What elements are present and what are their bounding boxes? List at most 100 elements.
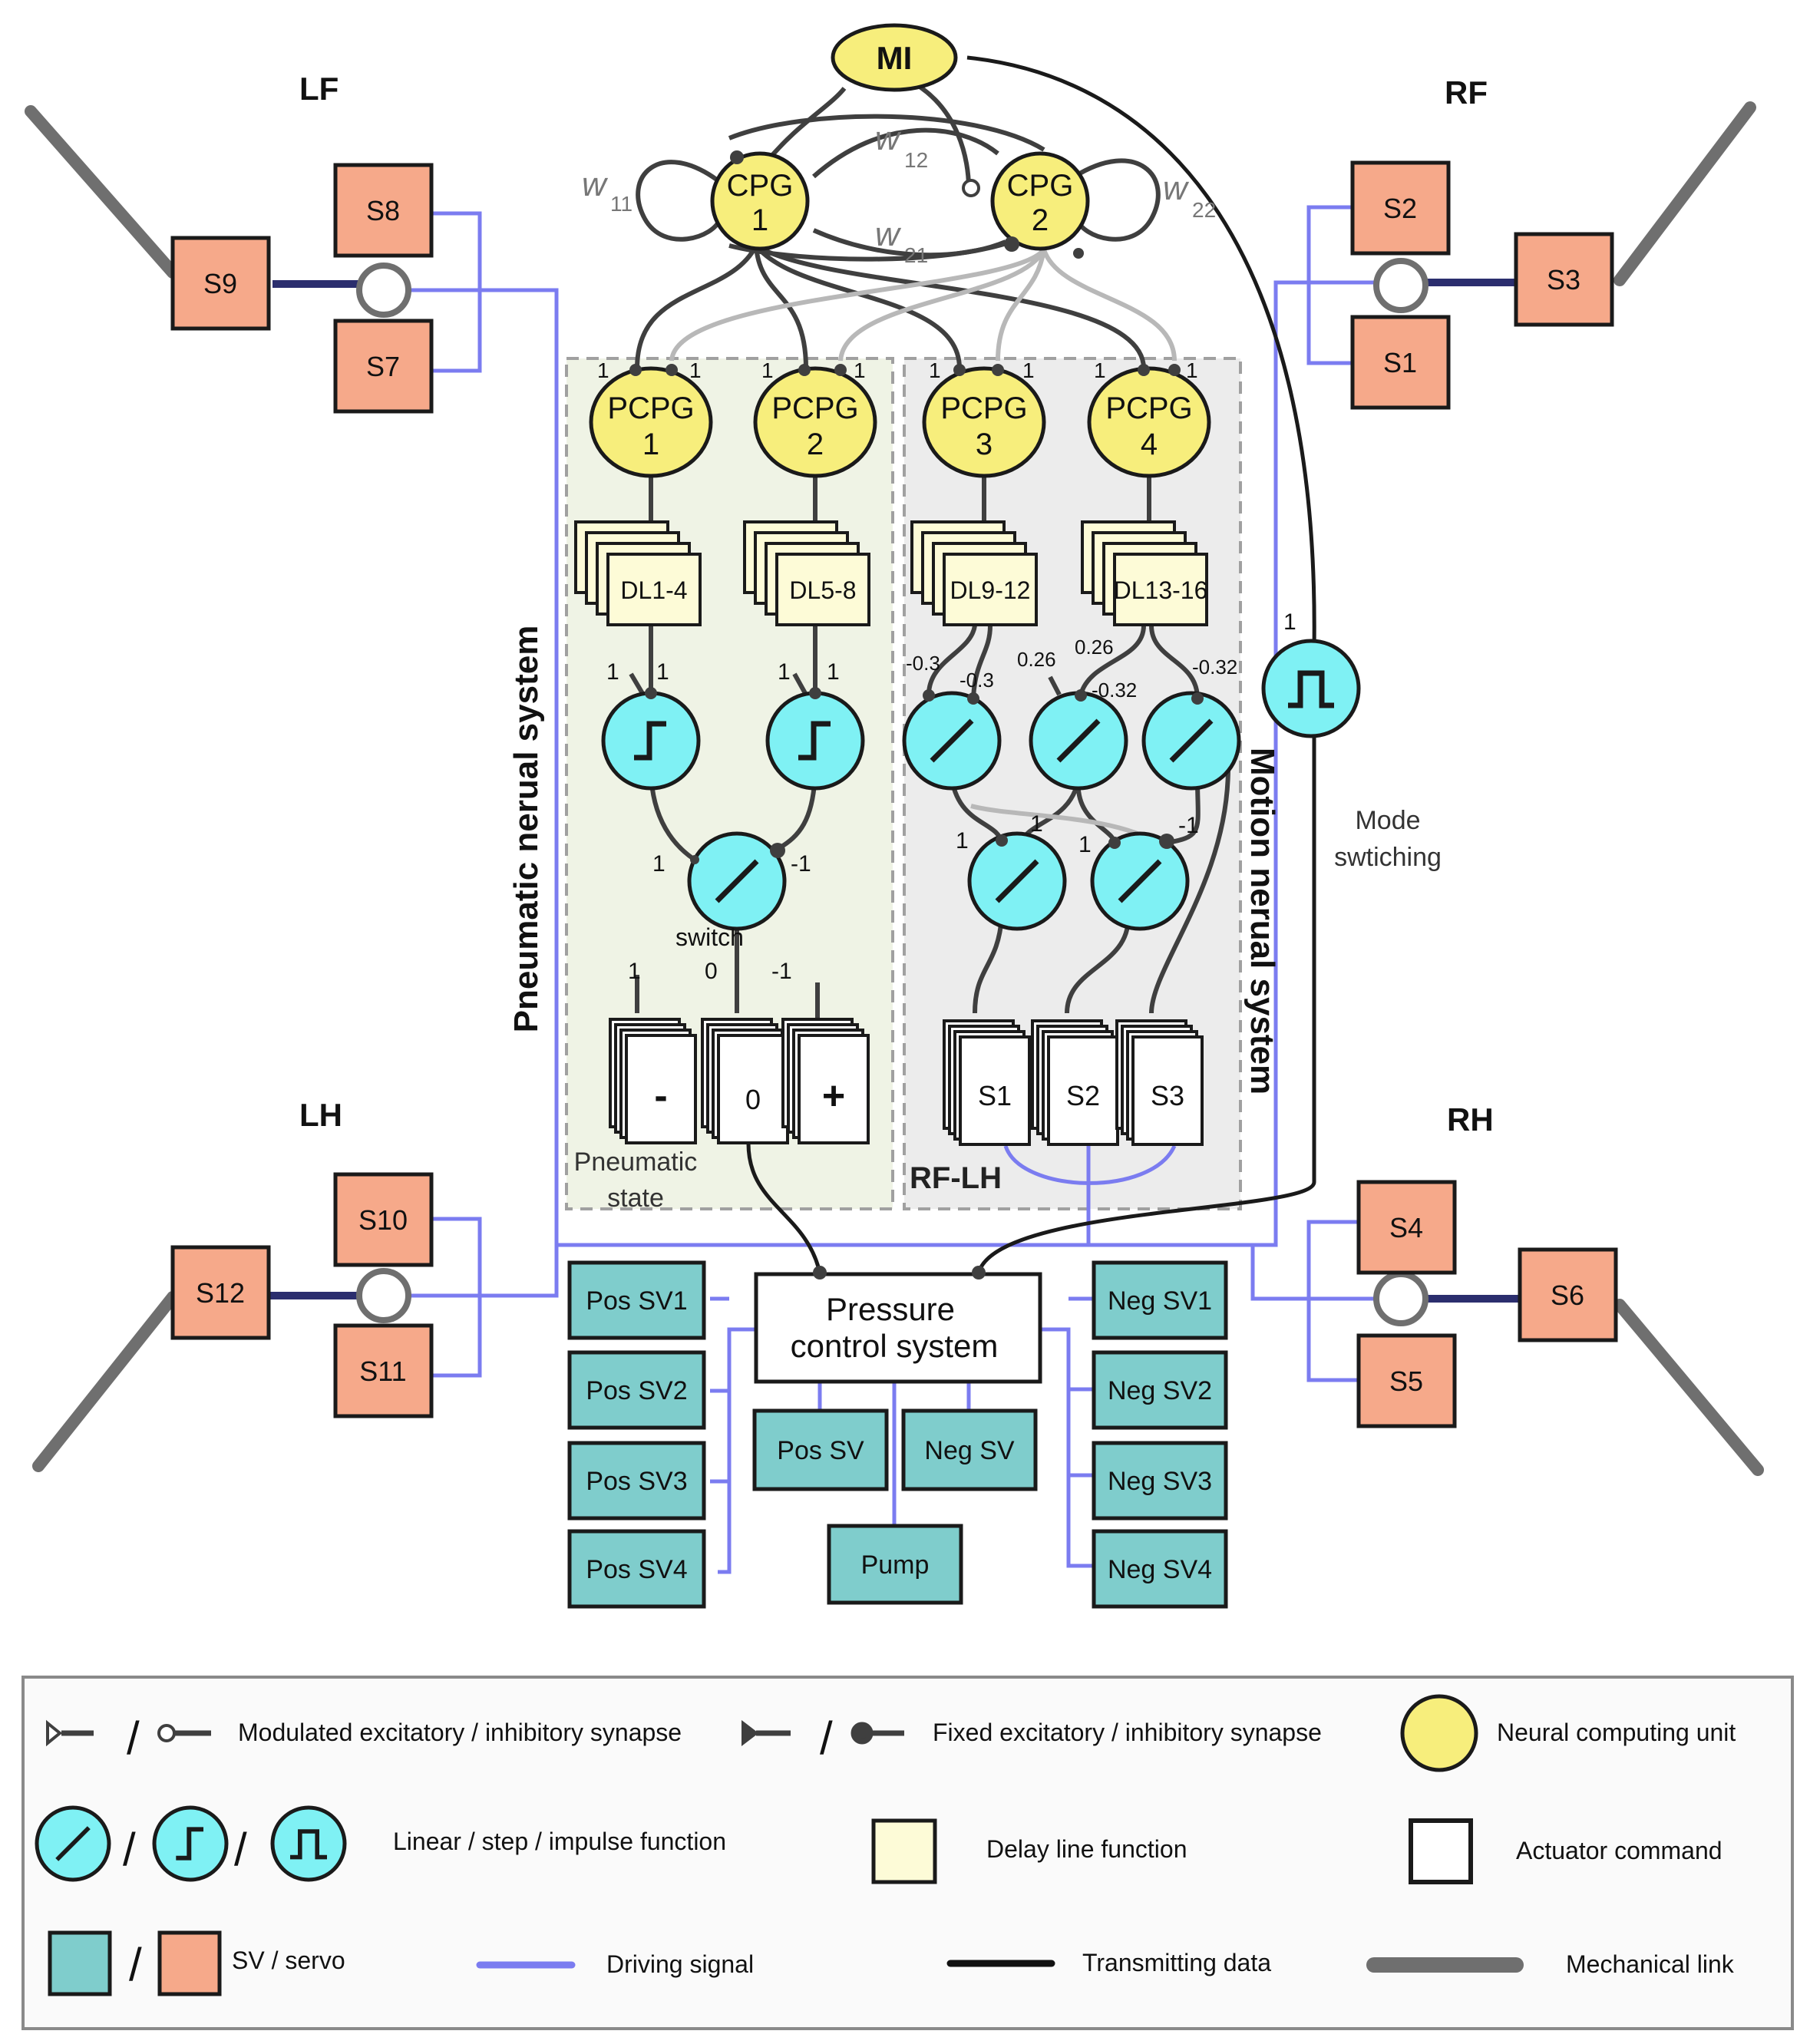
svg-text:4: 4 xyxy=(1141,428,1158,461)
servo-label: S8 xyxy=(366,195,400,226)
mechanical-links xyxy=(25,101,1764,1476)
motion-title: Motion nerual system xyxy=(1244,748,1281,1095)
cpg2-unit: CPG 2 xyxy=(990,151,1090,251)
step-synapses xyxy=(645,687,821,864)
pcpg-2: PCPG 2 xyxy=(753,366,877,478)
joints xyxy=(356,258,1429,1326)
sv-label: Neg SV1 xyxy=(1108,1286,1212,1316)
legend-sv-servo: SV / servo xyxy=(232,1947,345,1974)
servo-s7: S7 xyxy=(333,319,434,414)
servo-label: S7 xyxy=(366,351,400,382)
weight-labels-cpg: w 11 w 12 w 21 w 22 xyxy=(582,120,1216,267)
servo-s11: S11 xyxy=(333,1323,434,1418)
pos-sv-3: Pos SV3 xyxy=(567,1441,706,1521)
pump: Pump xyxy=(827,1524,963,1605)
motion-command-label: S1 xyxy=(978,1080,1012,1111)
svg-text:1: 1 xyxy=(642,428,659,461)
svg-text:1: 1 xyxy=(689,358,702,382)
servo-label: S5 xyxy=(1389,1365,1423,1397)
motion-linear-4 xyxy=(967,831,1067,931)
driving-signal-lines xyxy=(384,205,1420,1574)
pneumatic-commands: -0+ xyxy=(609,1018,870,1144)
svg-text:PCPG: PCPG xyxy=(607,391,694,425)
delay-line-label: DL1-4 xyxy=(620,576,687,604)
cpg2-label: CPG xyxy=(1007,169,1074,203)
pneumatic-command-1: - xyxy=(609,1018,697,1144)
svg-text:1: 1 xyxy=(1186,358,1198,382)
servo-label: S9 xyxy=(203,268,237,299)
step-function-2 xyxy=(765,691,865,791)
svg-text:1: 1 xyxy=(1030,811,1043,837)
mode-switching-label-1: Mode xyxy=(1355,806,1420,835)
svg-text:22: 22 xyxy=(1192,198,1216,222)
svg-text:-1: -1 xyxy=(771,959,792,984)
sv-label: Pos SV xyxy=(777,1436,864,1465)
legend-slash-4: / xyxy=(234,1824,247,1875)
svg-text:1: 1 xyxy=(606,659,619,685)
svg-text:0.26: 0.26 xyxy=(1017,648,1056,671)
servo-s10: S10 xyxy=(333,1172,434,1267)
step-function-icon xyxy=(152,1805,229,1882)
leg-labels: LF RF LH RH xyxy=(299,71,1494,1138)
sv-label: Neg SV4 xyxy=(1108,1555,1212,1584)
servo-label: S11 xyxy=(359,1356,406,1387)
servo-label: S3 xyxy=(1547,264,1580,296)
svg-text:-1: -1 xyxy=(791,851,811,877)
legend: / Modulated excitatory / inhibitory syna… xyxy=(35,1694,1736,1996)
impulse-function-icon xyxy=(270,1805,347,1882)
pos-sv-2: Pos SV2 xyxy=(567,1350,706,1430)
rf-lh-label: RF-LH xyxy=(910,1161,1002,1195)
servo-s12: S12 xyxy=(170,1245,271,1340)
pneumatic-state-label-1: Pneumatic xyxy=(574,1147,698,1177)
legend-driving: Driving signal xyxy=(606,1950,754,1978)
sv-label: Neg SV3 xyxy=(1108,1467,1212,1496)
modulated-inhibitory-synapse-icon xyxy=(157,1724,211,1742)
servo-s1: S1 xyxy=(1350,315,1451,410)
delay-line-1: DL1-4 xyxy=(574,520,702,626)
sv-icon xyxy=(48,1930,112,1996)
svg-text:21: 21 xyxy=(904,243,928,267)
servo-label: S2 xyxy=(1383,193,1417,224)
svg-text:w: w xyxy=(582,166,609,203)
svg-text:3: 3 xyxy=(976,428,993,461)
svg-text:1: 1 xyxy=(628,959,641,984)
servo-s6: S6 xyxy=(1518,1247,1618,1342)
neg-sv-4: Neg SV4 xyxy=(1092,1529,1228,1609)
legend-slash-3: / xyxy=(123,1824,136,1875)
svg-text:w: w xyxy=(875,216,902,253)
servo-s3: S3 xyxy=(1514,232,1614,327)
fixed-inhibitory-synapse-icon xyxy=(851,1722,904,1745)
servo-label: S6 xyxy=(1551,1280,1584,1311)
pcpg-4: PCPG 4 xyxy=(1087,366,1211,478)
modulated-excitatory-synapse-icon xyxy=(46,1719,94,1747)
pcpg-1: PCPG 1 xyxy=(589,366,713,478)
mode-switching-impulse xyxy=(1261,639,1361,738)
motion-command-1: S1 xyxy=(943,1019,1031,1146)
svg-text:1: 1 xyxy=(656,659,669,685)
switch-linear xyxy=(687,831,787,931)
svg-text:PCPG: PCPG xyxy=(771,391,858,425)
joint-links xyxy=(269,279,1520,1303)
servo-icon xyxy=(157,1930,222,1996)
sv-label: Pos SV2 xyxy=(586,1376,687,1405)
legend-slash-1: / xyxy=(127,1712,140,1764)
svg-text:1: 1 xyxy=(1094,358,1106,382)
neural-unit-icon xyxy=(1400,1694,1478,1772)
delay-line-label: DL9-12 xyxy=(950,576,1031,604)
svg-text:w: w xyxy=(875,120,902,157)
motion-linear-2 xyxy=(1029,691,1128,791)
pneumatic-command-label: - xyxy=(654,1074,667,1118)
switch-label: switch xyxy=(675,923,744,951)
legend-slash-2: / xyxy=(820,1712,833,1764)
delay-line-2: DL5-8 xyxy=(743,520,870,626)
legend-neural-unit: Neural computing unit xyxy=(1497,1719,1736,1746)
cpg1-label: CPG xyxy=(727,169,794,203)
pos-sv: Pos SV xyxy=(752,1408,889,1491)
delay-line-icon xyxy=(871,1818,937,1884)
svg-text:2: 2 xyxy=(807,428,824,461)
svg-text:1: 1 xyxy=(1022,358,1035,382)
svg-text:11: 11 xyxy=(610,192,633,216)
svg-text:PCPG: PCPG xyxy=(1105,391,1192,425)
